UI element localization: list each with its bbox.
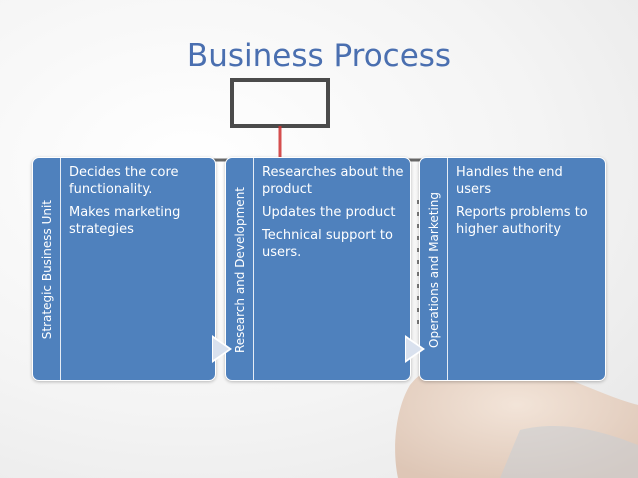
- process-box-strategic-business-unit: Strategic Business Unit Decides the core…: [32, 157, 216, 381]
- column-items: Decides the core functionality. Makes ma…: [69, 164, 211, 244]
- column-divider: [60, 158, 61, 380]
- column-divider: [447, 158, 448, 380]
- slide-title: Business Process: [186, 38, 452, 74]
- column-label-container: Strategic Business Unit: [35, 158, 59, 380]
- arrow-right-icon-inner: [406, 338, 422, 360]
- list-item: Reports problems to higher authority: [456, 205, 588, 237]
- column-items: Researches about the product Updates the…: [262, 164, 404, 267]
- list-item: Technical support to users.: [262, 228, 393, 260]
- column-label: Strategic Business Unit: [40, 200, 54, 340]
- process-box-research-and-development: Research and Development Researches abou…: [225, 157, 411, 381]
- list-item: Makes marketing strategies: [69, 205, 181, 237]
- column-label-container: Operations and Marketing: [422, 158, 446, 380]
- list-item: Researches about the product: [262, 165, 404, 197]
- arrow-right-icon-inner: [213, 338, 229, 360]
- process-box-operations-and-marketing: Operations and Marketing Handles the end…: [419, 157, 606, 381]
- list-item: Handles the end users: [456, 165, 563, 197]
- column-divider: [253, 158, 254, 380]
- list-item: Updates the product: [262, 205, 396, 220]
- list-item: Decides the core functionality.: [69, 165, 179, 197]
- column-label: Research and Development: [233, 186, 247, 354]
- column-items: Handles the end users Reports problems t…: [456, 164, 598, 244]
- column-label: Operations and Marketing: [427, 192, 441, 348]
